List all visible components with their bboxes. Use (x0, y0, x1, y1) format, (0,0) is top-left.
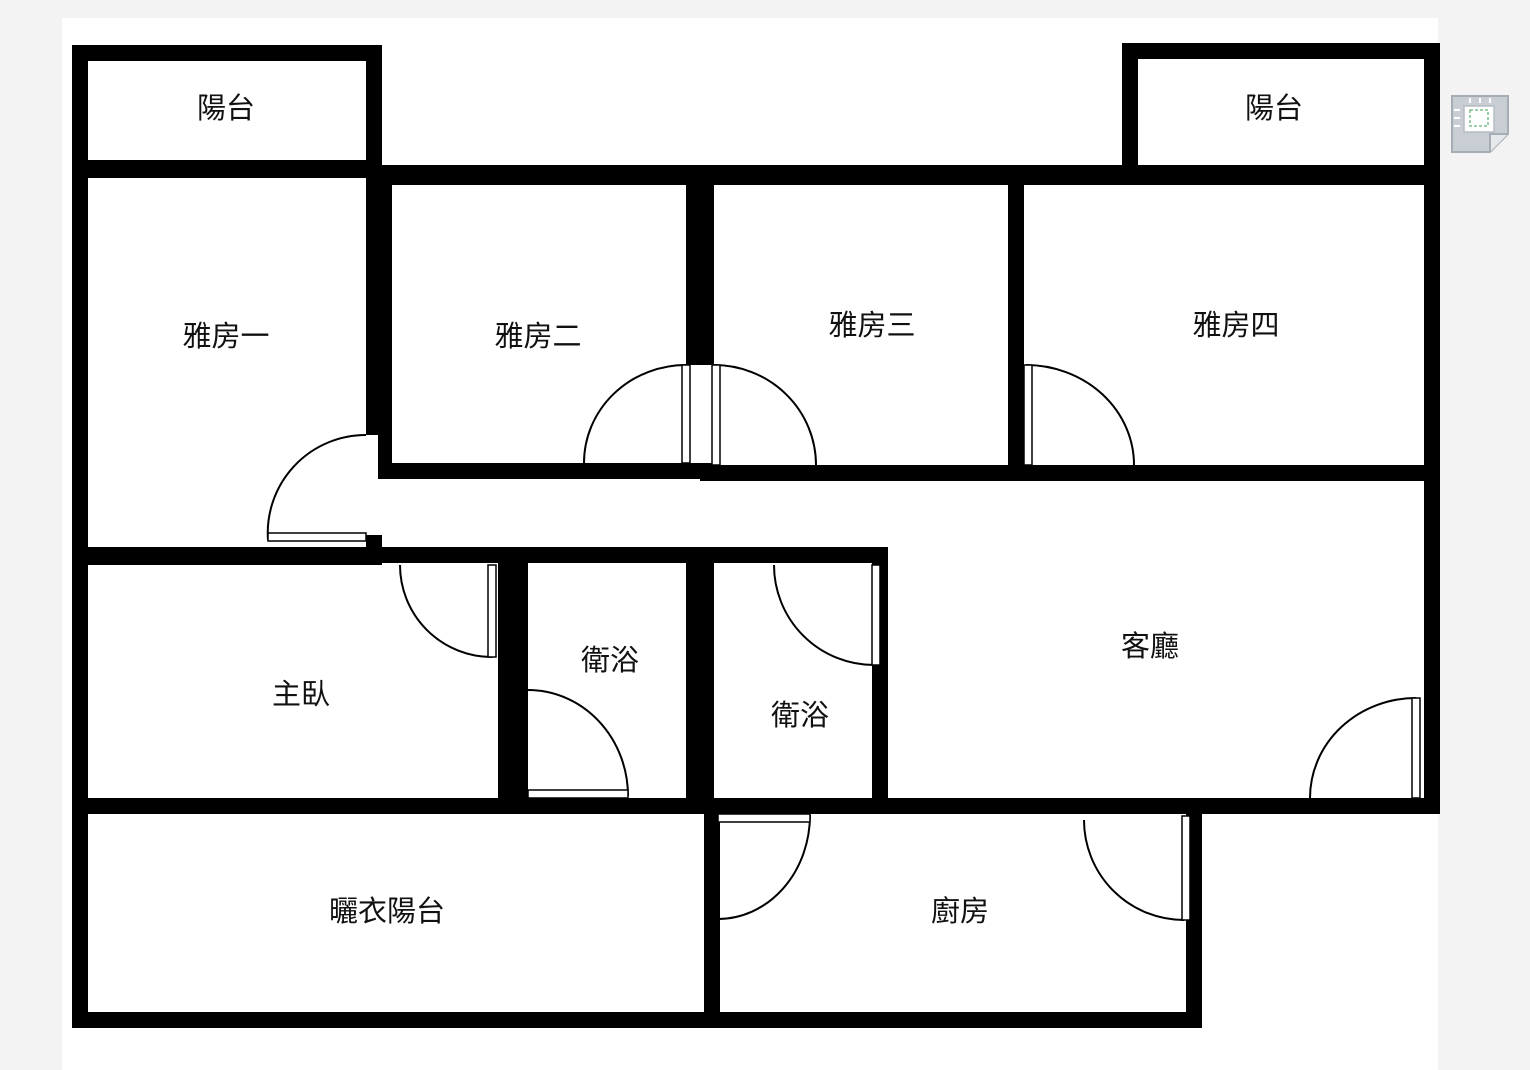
room-label-bathroom-1: 衛浴 (581, 643, 639, 677)
door-bedroom-4 (1023, 364, 1135, 466)
door-bedroom-2 (583, 364, 691, 464)
wall (72, 798, 1440, 814)
wall (686, 175, 714, 365)
door-bathroom-1 (527, 689, 629, 799)
wall (366, 165, 1440, 185)
wall (72, 45, 382, 61)
wall (1008, 175, 1024, 481)
door-kitchen-left (717, 813, 811, 920)
door-bedroom-3 (711, 364, 817, 466)
room-label-bedroom-2: 雅房二 (494, 319, 581, 353)
door-bedroom-1 (266, 433, 367, 542)
wall (686, 547, 714, 812)
wall (704, 798, 720, 1028)
door-master-bedroom (399, 564, 497, 658)
walls (72, 43, 1440, 1028)
wall (1424, 43, 1440, 813)
wall (1008, 465, 1440, 481)
room-label-balcony-right: 陽台 (1245, 91, 1303, 125)
room-label-kitchen: 廚房 (931, 894, 989, 928)
wall (700, 465, 1026, 481)
wall (584, 463, 690, 479)
room-label-balcony-left: 陽台 (197, 91, 255, 125)
doors (266, 364, 1421, 921)
door-bathroom-2 (773, 564, 881, 666)
door-living-room (1309, 697, 1421, 799)
room-label-bedroom-4: 雅房四 (1192, 308, 1279, 342)
wall (378, 175, 392, 479)
wall (366, 45, 382, 175)
room-label-master-bedroom: 主臥 (272, 677, 330, 711)
wall (72, 547, 382, 565)
wall (366, 547, 888, 563)
room-label-bathroom-2: 衛浴 (771, 698, 829, 732)
room-label-bedroom-1: 雅房一 (182, 319, 269, 353)
wall (378, 463, 584, 479)
room-label-living-room: 客廳 (1121, 629, 1179, 663)
room-label-laundry-balcony: 曬衣陽台 (329, 894, 445, 928)
door-kitchen-right (1083, 815, 1191, 921)
room-labels: 陽台 陽台 雅房一 雅房二 雅房三 雅房四 主臥 衛浴 衛浴 客廳 曬衣陽台 廚… (182, 91, 1303, 928)
room-label-bedroom-3: 雅房三 (828, 308, 915, 342)
wall (498, 547, 528, 812)
wall (72, 45, 88, 1028)
wall (1122, 43, 1138, 173)
floor-plan-sheet (62, 18, 1438, 1070)
wall (1122, 43, 1438, 59)
wall (72, 1012, 1202, 1028)
wall (72, 160, 382, 178)
blueprint-page-icon[interactable] (1450, 92, 1510, 154)
